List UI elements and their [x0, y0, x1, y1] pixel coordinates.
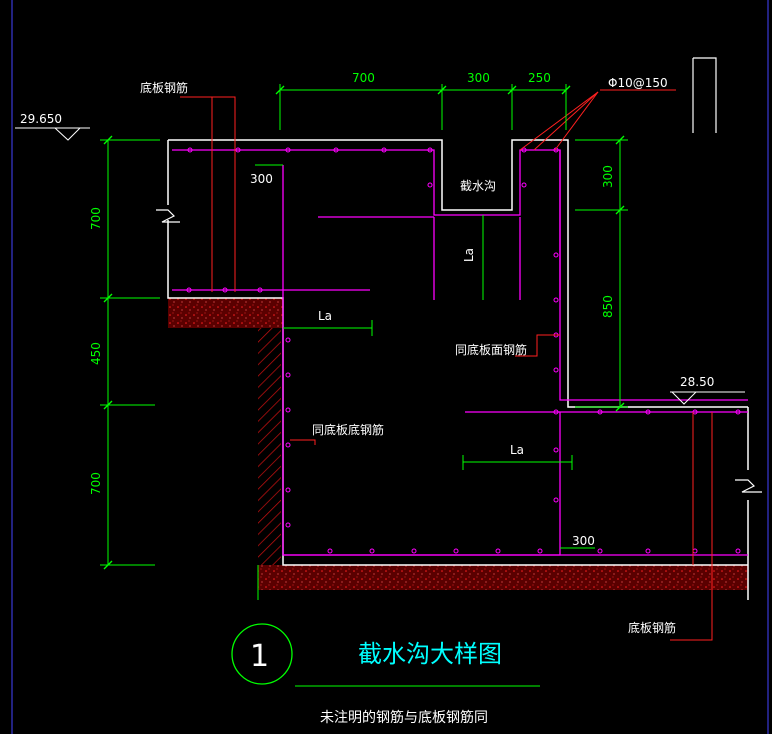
rebar-dots [186, 147, 741, 554]
label-bottom-rebar-top: 底板钢筋 [140, 80, 188, 95]
blinding-bottom [258, 565, 748, 590]
dim-top-1: 700 [352, 71, 375, 85]
trench-label: 截水沟 [460, 179, 496, 193]
hatched-soil-wall [258, 328, 281, 565]
dim-right-2: 850 [601, 295, 615, 318]
label-same-as-slab-top: 同底板面钢筋 [455, 342, 527, 357]
rebar-spec-label: Φ10@150 [608, 76, 668, 90]
label-bottom-rebar-bottom: 底板钢筋 [628, 620, 676, 635]
la-left: La [318, 309, 332, 323]
drawing-title: 截水沟大样图 [358, 640, 502, 668]
section-mark [693, 57, 717, 133]
label-same-as-slab-bottom: 同底板底钢筋 [312, 422, 384, 437]
elevation-marker-right [670, 391, 745, 405]
rebar-top-mat [172, 149, 748, 401]
detail-number-circle [231, 623, 293, 685]
dim-300-lower-right: 300 [572, 534, 595, 548]
dim-right-1: 300 [601, 165, 615, 188]
drawing-note: 未注明的钢筋与底板钢筋同 [320, 709, 488, 726]
la-lower: La [510, 443, 524, 457]
blinding-upper-left [168, 298, 283, 328]
dim-left-3: 700 [89, 472, 103, 495]
leader-lines [180, 89, 713, 641]
dim-left-2: 450 [89, 342, 103, 365]
elevation-marker-left [15, 127, 90, 141]
dim-top-3: 250 [528, 71, 551, 85]
dim-left-1: 700 [89, 207, 103, 230]
dim-top-2: 300 [467, 71, 490, 85]
rebar-group [172, 149, 748, 556]
rebar-inner-left [282, 165, 748, 556]
structure-outline [168, 139, 748, 408]
detail-number: 1 [250, 639, 269, 674]
dimension-ticks [103, 85, 625, 570]
elevation-left: 29.650 [20, 112, 62, 126]
break-symbol-left [156, 209, 180, 223]
dim-300-upper-left: 300 [250, 172, 273, 186]
la-vertical: La [462, 248, 476, 262]
elevation-right: 28.50 [680, 375, 714, 389]
break-symbol-right [735, 479, 762, 493]
dimension-lines [100, 84, 628, 687]
